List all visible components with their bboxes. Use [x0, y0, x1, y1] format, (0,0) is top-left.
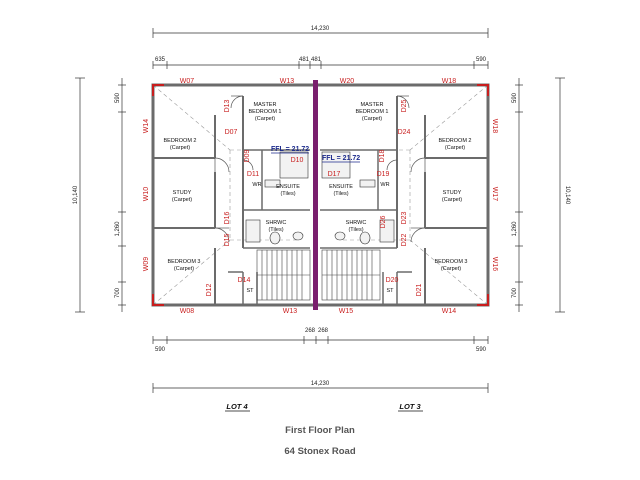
room-bed2-right-1: BEDROOM 2 [438, 138, 471, 144]
window-tag: W15 [339, 308, 354, 315]
dim-top-mid-right: 481 [311, 57, 322, 63]
door-tag: D09 [244, 149, 251, 162]
dim-bottom-right: 590 [476, 347, 487, 353]
window-tag: W18 [491, 119, 498, 134]
corner-accents [152, 84, 489, 306]
room-master-left-1: MASTER [254, 102, 277, 108]
dim-left-700: 700 [115, 287, 121, 298]
room-st-right: ST [386, 288, 394, 294]
room-bed2-right-2: (Carpet) [445, 145, 465, 151]
dimension-lines [75, 28, 565, 393]
room-bed3-left-1: BEDROOM 3 [167, 259, 200, 265]
door-swings [214, 95, 426, 243]
dim-right-1260: 1,260 [512, 221, 518, 237]
door-tag: D25 [401, 99, 408, 112]
window-tag: W16 [491, 257, 498, 272]
room-shrwc-left-2: (Tiles) [268, 227, 283, 233]
dim-right-700: 700 [512, 287, 518, 298]
room-study-right-1: STUDY [443, 190, 462, 196]
door-tag: D21 [416, 283, 423, 296]
room-bed3-left-2: (Carpet) [174, 266, 194, 272]
room-study-right-2: (Carpet) [442, 197, 462, 203]
room-bed3-right-2: (Carpet) [441, 266, 461, 272]
room-shrwc-left-1: SHRWC [266, 220, 287, 226]
party-wall [313, 80, 318, 310]
lot-label-left: LOT 4 [226, 402, 248, 411]
dim-left-590: 590 [115, 92, 121, 103]
door-tag: D23 [401, 211, 408, 224]
door-tag: D12 [206, 283, 213, 296]
window-tags: W07 W13 W20 W18 W08 W13 W15 W14 W14 W10 … [143, 78, 498, 315]
window-tag: W13 [283, 308, 298, 315]
bathroom-fixtures [245, 151, 395, 245]
door-tag: D24 [398, 129, 411, 136]
room-bed2-left-1: BEDROOM 2 [163, 138, 196, 144]
window-tag: W13 [280, 78, 295, 85]
room-study-left-1: STUDY [173, 190, 192, 196]
window-tag: W10 [143, 187, 150, 202]
stairs [256, 249, 381, 301]
door-tag: D26 [380, 215, 387, 228]
room-ensuite-right-2: (Tiles) [333, 191, 348, 197]
room-master-right-2: BEDROOM 1 [355, 109, 388, 115]
room-master-left-3: (Carpet) [255, 116, 275, 122]
window-tag: W08 [180, 308, 195, 315]
window-tag: W20 [340, 78, 355, 85]
dim-overall-bottom: 14,230 [311, 381, 330, 387]
room-ensuite-left-2: (Tiles) [280, 191, 295, 197]
window-tag: W07 [180, 78, 195, 85]
plan-title: First Floor Plan [285, 425, 355, 436]
window-tag: W14 [442, 308, 457, 315]
lot-label-right: LOT 3 [399, 402, 421, 411]
room-study-left-2: (Carpet) [172, 197, 192, 203]
room-master-right-3: (Carpet) [362, 116, 382, 122]
room-bed3-right-1: BEDROOM 3 [434, 259, 467, 265]
dim-top-right: 590 [476, 57, 487, 63]
room-bed2-left-2: (Carpet) [170, 145, 190, 151]
room-shrwc-right-1: SHRWC [346, 220, 367, 226]
door-tag-center: D10 [291, 157, 304, 164]
door-tag: D15 [224, 233, 231, 246]
room-master-right-1: MASTER [361, 102, 384, 108]
door-tag: D20 [386, 277, 399, 284]
window-tag: W14 [143, 119, 150, 134]
door-tag: D07 [225, 129, 238, 136]
plan-address: 64 Stonex Road [284, 446, 356, 457]
room-wr-right: WR [380, 182, 389, 188]
door-tag: D18 [379, 149, 386, 162]
window-tag: W17 [491, 187, 498, 202]
room-shrwc-right-2: (Tiles) [348, 227, 363, 233]
ffl-right: FFL = 21.72 [322, 155, 360, 162]
door-tag: D11 [247, 171, 259, 178]
door-tag: D14 [238, 277, 251, 284]
door-tags: D13 D07 D09 D11 D16 D15 D14 D12 D10 D25 … [206, 99, 423, 296]
dim-right-590: 590 [512, 92, 518, 103]
dim-left-1260: 1,260 [115, 221, 121, 237]
ffl-left: FFL = 21.72 [271, 146, 309, 153]
dim-height-left: 10,140 [73, 185, 79, 204]
door-tag: D19 [377, 171, 390, 178]
window-tag: W18 [442, 78, 457, 85]
dim-overall-top: 14,230 [311, 26, 330, 32]
room-st-left: ST [246, 288, 254, 294]
roof-lines [152, 84, 489, 306]
walls [151, 83, 490, 307]
dim-top-left: 635 [155, 57, 166, 63]
door-tag: D16 [224, 211, 231, 224]
room-labels: MASTER BEDROOM 1 (Carpet) MASTER BEDROOM… [163, 102, 471, 294]
door-tag: D22 [401, 233, 408, 246]
dim-bottom-left: 590 [155, 347, 166, 353]
room-master-left-2: BEDROOM 1 [248, 109, 281, 115]
door-tag: D13 [224, 99, 231, 112]
dim-bottom-mid-right: 268 [318, 328, 329, 334]
dim-top-mid-left: 481 [299, 57, 310, 63]
dim-bottom-mid-left: 268 [305, 328, 316, 334]
window-tag: W09 [143, 257, 150, 272]
dim-height-right: 10,140 [564, 186, 570, 205]
room-ensuite-left-1: ENSUITE [276, 184, 300, 190]
door-tag: D17 [328, 171, 341, 178]
room-ensuite-right-1: ENSUITE [329, 184, 353, 190]
room-wr-left: WR [252, 182, 261, 188]
